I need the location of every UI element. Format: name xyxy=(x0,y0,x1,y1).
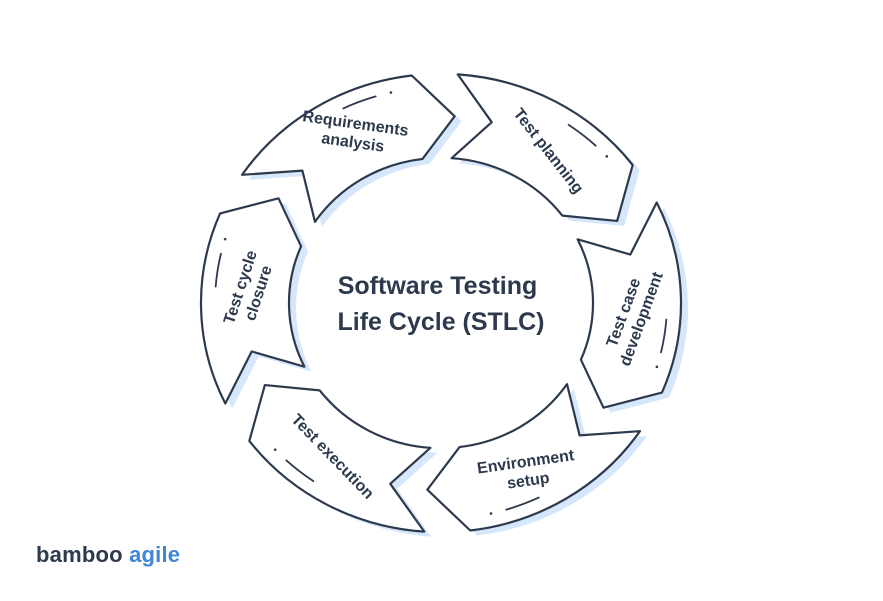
center-title-line-2: Life Cycle (STLC) xyxy=(338,308,545,336)
segment-dot-requirements xyxy=(389,91,393,94)
segment-environment xyxy=(426,383,642,532)
center-title-line-1: Software Testing xyxy=(338,272,538,300)
segment-development xyxy=(576,201,683,409)
stage-label-environment-line-2: setup xyxy=(506,470,551,493)
decorative-lines xyxy=(214,91,668,515)
segments xyxy=(199,73,683,533)
segment-execution xyxy=(248,383,432,533)
segment-dash-development xyxy=(660,318,668,354)
segment-dot-execution xyxy=(273,448,277,451)
segment-dash-requirements xyxy=(342,95,377,110)
segment-dash-planning xyxy=(567,123,597,147)
segment-dot-development xyxy=(655,365,659,369)
bamboo-agile-logo: bamboo agile xyxy=(36,542,180,568)
segment-dash-closure xyxy=(214,252,222,288)
segment-dash-environment xyxy=(505,496,540,511)
segment-dot-closure xyxy=(223,237,227,241)
logo-word-agile: agile xyxy=(129,542,181,567)
center-title: Software Testing Life Cycle (STLC) xyxy=(338,272,545,336)
segment-dot-planning xyxy=(605,155,609,158)
segment-closure xyxy=(199,197,306,405)
segment-planning xyxy=(450,73,634,223)
segment-dash-execution xyxy=(285,459,315,483)
segment-dot-environment xyxy=(489,512,493,515)
segment-requirements xyxy=(240,74,456,223)
logo-word-bamboo: bamboo xyxy=(36,542,123,567)
